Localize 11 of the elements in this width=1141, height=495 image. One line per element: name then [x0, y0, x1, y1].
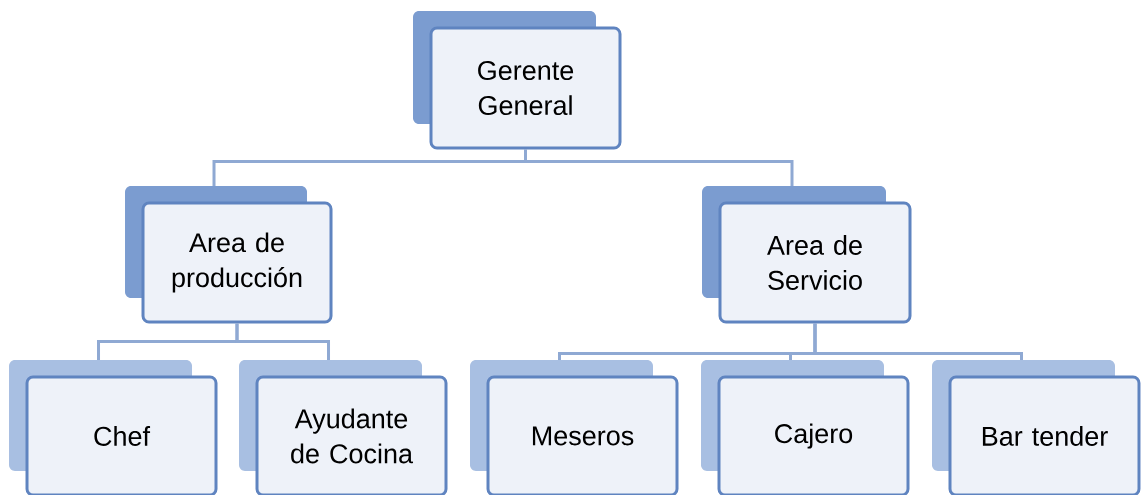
org-box: Meseros [470, 360, 679, 495]
org-box: Chef [9, 360, 218, 495]
org-box: Bar tender [932, 360, 1141, 495]
org-box: Ayudante de Cocina [239, 360, 448, 495]
connector [235, 323, 330, 360]
connector [813, 323, 1023, 360]
org-box: Area de producción [125, 186, 333, 324]
org-box: Cajero [701, 360, 910, 495]
org-box: Gerente General [413, 11, 622, 150]
connector [524, 149, 794, 186]
org-box: Area de Servicio [702, 186, 912, 324]
